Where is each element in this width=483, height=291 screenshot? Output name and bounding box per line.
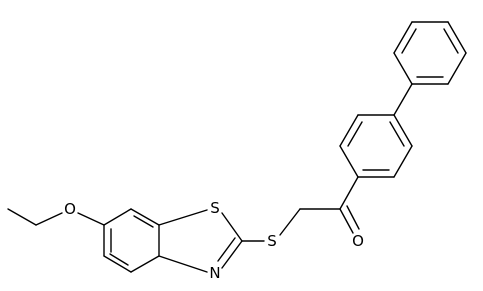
top-ring-bond-5 (447, 52, 467, 85)
mid-ring-bond-2 (339, 114, 359, 147)
ether-oxygen-label: O (64, 200, 76, 218)
top-ring-inner-b (443, 28, 459, 54)
carbonyl-double-bond-b (346, 205, 360, 230)
top-ring-bond-4 (447, 21, 467, 54)
biaryl-bond (393, 83, 413, 116)
mid-ring-bond-5 (393, 145, 413, 178)
thiazole-c-s-bond (158, 209, 208, 226)
mid-ring-bond-4 (393, 114, 413, 147)
thioether-sulfur-label: S (267, 232, 277, 250)
carbonyl-double-bond-a (339, 208, 354, 234)
mid-ring-inner-b (389, 121, 405, 147)
thiazole-s-c2-bond (221, 212, 243, 242)
ethyl-ch3-ch2-bond (7, 208, 37, 226)
benzo-bond-5 (103, 255, 132, 273)
top-ring-inner-a (401, 28, 417, 54)
benzo-inner-bond-b (109, 253, 129, 266)
thiazole-n-c-bond (158, 255, 208, 273)
thiazole-c2-n-double-bond-a (221, 240, 243, 269)
carbonyl-oxygen-label: O (352, 232, 364, 250)
ring-sulfur-label: S (210, 199, 220, 217)
benzo-bond-1 (103, 208, 132, 226)
top-ring-bond-1 (393, 52, 413, 85)
benzo-inner-bond-a (133, 215, 154, 228)
top-ring-bond-2 (393, 21, 413, 54)
ethyl-ch2-o-bond (35, 212, 63, 226)
s-ch2-bond (279, 208, 301, 236)
carbonyl-aryl-bond (339, 176, 359, 210)
mid-ring-bond-1 (339, 145, 359, 178)
benzo-bond-4 (130, 255, 160, 273)
ring-nitrogen-label: N (209, 264, 220, 282)
benzo-bond-2 (130, 208, 160, 226)
mid-ring-inner-a (347, 121, 363, 147)
thiazole-c2-n-double-bond-b (217, 237, 236, 262)
o-aryl-bond (77, 212, 105, 226)
